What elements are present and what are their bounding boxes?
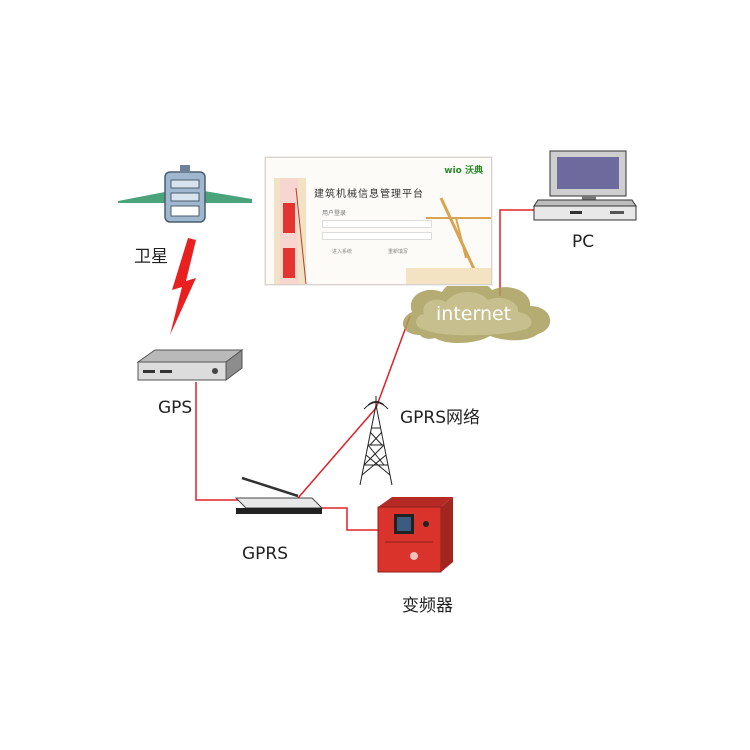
pc-label: PC <box>572 232 595 252</box>
satellite-label: 卫星 <box>134 247 168 267</box>
link-gps-to-gprs-module <box>195 382 240 501</box>
internet-label: internet <box>436 303 512 325</box>
wireless-signal-icon <box>170 238 196 335</box>
gps-device-icon <box>136 349 244 381</box>
link-gprs-module-to-tower <box>297 407 377 499</box>
username-field[interactable] <box>322 220 432 228</box>
link-gprs-module-to-inverter <box>322 507 385 531</box>
login-label: 用户登录 <box>322 210 347 217</box>
gprs-tower-icon <box>359 396 393 486</box>
inverter-icon <box>377 497 453 573</box>
gps-label: GPS <box>158 398 193 418</box>
link-tower-to-internet <box>375 315 411 409</box>
inverter-label: 变频器 <box>402 596 453 616</box>
gprs-module-label: GPRS <box>242 544 289 564</box>
reset-button[interactable]: 重新填写 <box>388 249 409 255</box>
brand-logo: wio 沃典 <box>444 166 483 176</box>
connection-lines <box>195 209 540 531</box>
login-button[interactable]: 进入系统 <box>332 249 353 255</box>
satellite-icon <box>118 165 252 223</box>
pc-icon <box>533 150 637 221</box>
platform-title: 建筑机械信息管理平台 <box>314 189 424 200</box>
gprs-network-label: GPRS网络 <box>400 408 481 428</box>
login-form: 用户登录 进入系统 重新填写 <box>318 202 436 264</box>
internet-cloud-icon <box>402 279 551 344</box>
crane-illustration <box>274 178 491 284</box>
platform-screenshot: wio 沃典 建筑机械信息管理平台 用户登录 进入系统 重新填写 <box>265 157 492 285</box>
password-field[interactable] <box>322 232 432 240</box>
link-internet-to-pc <box>499 209 540 296</box>
gprs-module-icon <box>234 476 324 514</box>
